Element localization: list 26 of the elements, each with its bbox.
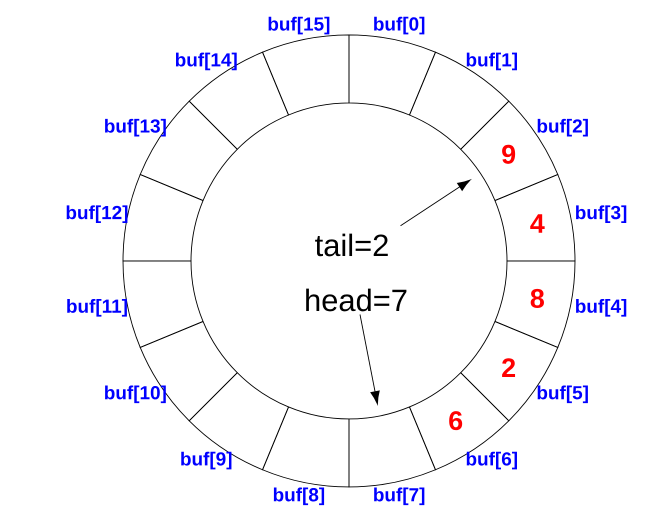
- index-label: buf[13]: [105, 118, 166, 136]
- ring-segment: [262, 406, 350, 488]
- arrow: [400, 180, 471, 226]
- variable-text: head=7: [306, 288, 406, 312]
- index-label: buf[8]: [274, 488, 324, 506]
- index-label: buf[3]: [576, 205, 626, 223]
- arrow: [360, 314, 380, 404]
- index-label: buf[4]: [576, 298, 626, 317]
- index-label: buf[7]: [374, 488, 424, 506]
- index-label: buf[6]: [466, 452, 517, 470]
- index-label: buf[0]: [374, 16, 424, 34]
- index-label: buf[12]: [66, 205, 128, 223]
- ring-segment: 8: [494, 260, 576, 348]
- index-label: buf[10]: [105, 386, 166, 404]
- ring-segment: 4: [494, 174, 576, 262]
- index-label: buf[2]: [538, 118, 588, 136]
- ring-segment: [348, 406, 436, 488]
- ring-segment: [348, 34, 436, 116]
- variable-text: tail=2: [315, 234, 388, 256]
- index-label: buf[14]: [176, 52, 237, 70]
- index-label: buf[1]: [466, 52, 517, 70]
- index-label: buf[5]: [538, 386, 588, 404]
- index-label: buf[15]: [268, 16, 330, 34]
- ring-segment: [262, 34, 350, 116]
- index-label: buf[9]: [181, 452, 232, 470]
- index-label: buf[11]: [67, 298, 127, 317]
